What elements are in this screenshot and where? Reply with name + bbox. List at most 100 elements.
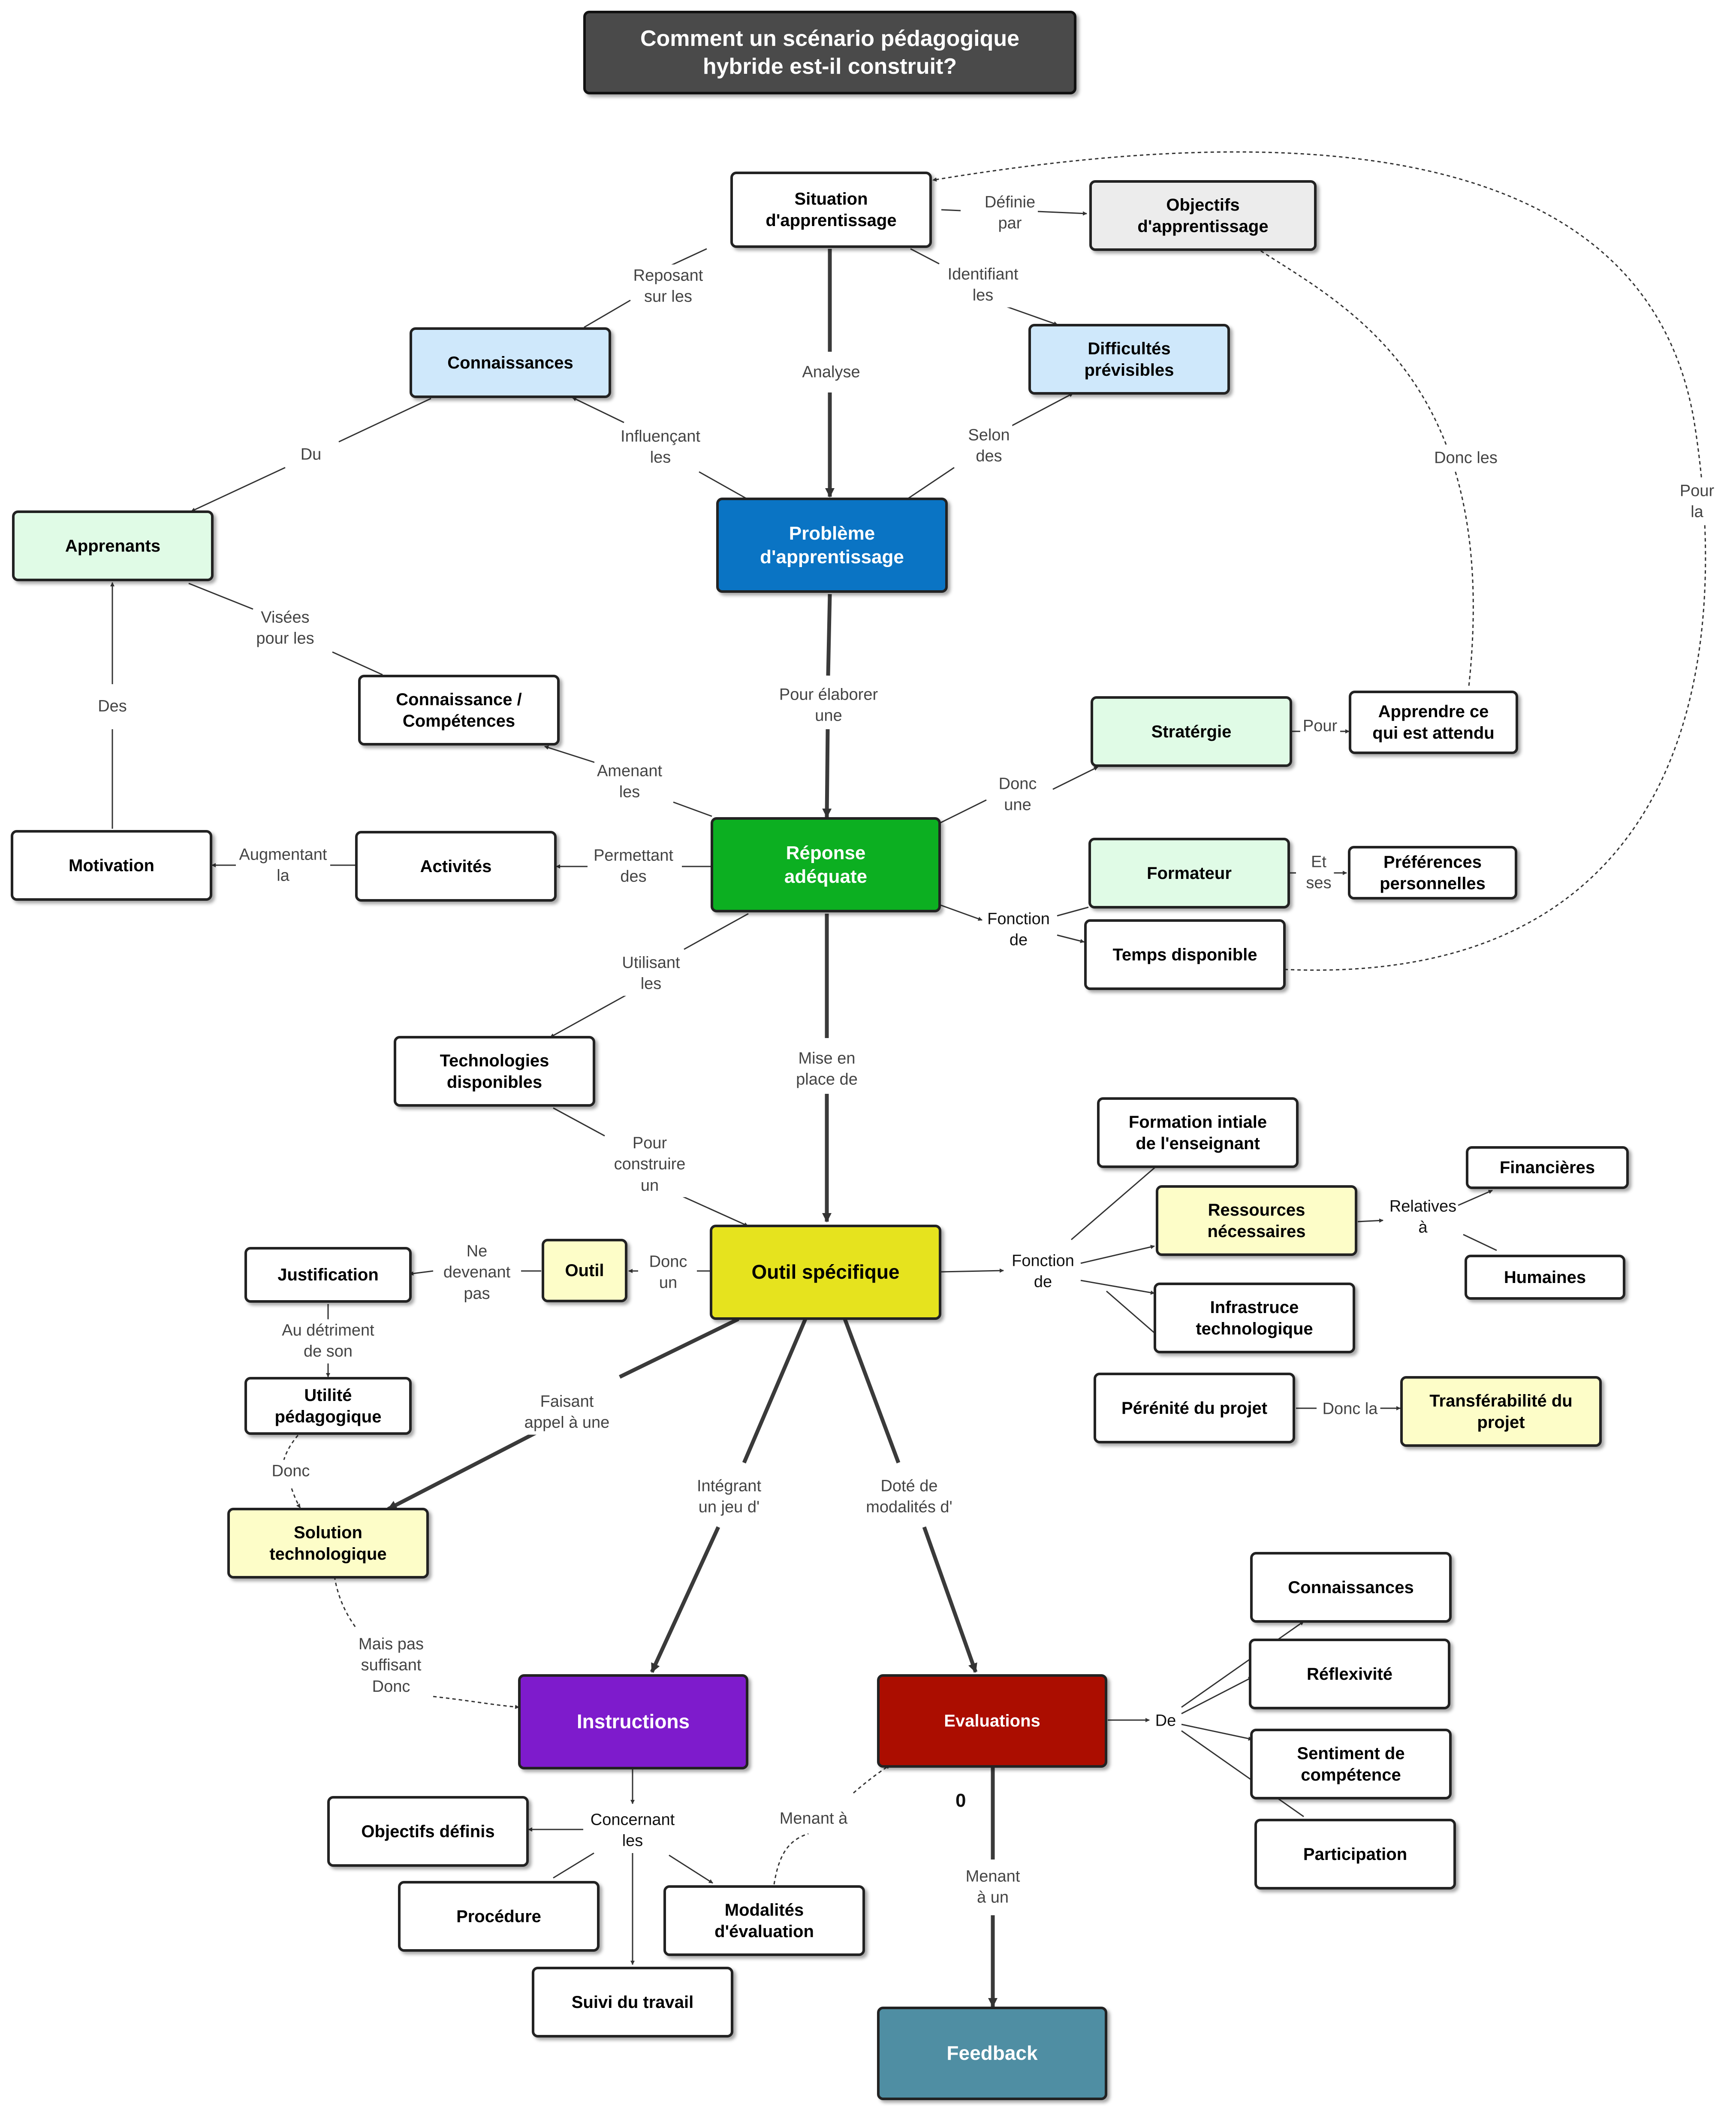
node-procedure[interactable]: Procédure (398, 1881, 600, 1952)
link-label-augmentant-la: Augmentant la (236, 843, 330, 888)
link-label-fonction-de: Fonction de (987, 910, 1050, 949)
node-motivation[interactable]: Motivation (11, 830, 212, 901)
node-apprendre-ce-qui-est-attendu[interactable]: Apprendre ce qui est attendu (1349, 691, 1518, 754)
map-title: Comment un scénario pédagogique hybride … (583, 11, 1076, 94)
node-label: Outil spécifique (751, 1261, 900, 1283)
node-label: Modalités d'évaluation (714, 1900, 814, 1941)
node-label: Temps disponible (1112, 945, 1257, 964)
node-justification[interactable]: Justification (244, 1247, 412, 1303)
node-financieres[interactable]: Financières (1466, 1146, 1629, 1189)
node-label: Réflexivité (1306, 1664, 1393, 1684)
node-label: Connaissance / Compétences (396, 690, 522, 731)
node-situation-apprentissage[interactable]: Situation d'apprentissage (730, 172, 932, 248)
node-sentiment-de-competence[interactable]: Sentiment de compétence (1250, 1729, 1452, 1799)
node-label: Transférabilité du projet (1429, 1391, 1573, 1432)
node-transferabilite-du-projet[interactable]: Transférabilité du projet (1400, 1376, 1602, 1447)
node-label: Objectifs définis (361, 1822, 495, 1841)
node-formation-initiale[interactable]: Formation intiale de l'enseignant (1097, 1097, 1299, 1168)
node-label: Pérénité du projet (1121, 1398, 1268, 1418)
node-outil-specifique[interactable]: Outil spécifique (710, 1225, 941, 1320)
node-label: Feedback (946, 2042, 1038, 2065)
node-temps-disponible[interactable]: Temps disponible (1084, 919, 1286, 990)
link-label-du: Du (298, 443, 324, 466)
node-utilite-pedagogique[interactable]: Utilité pédagogique (244, 1377, 412, 1435)
node-apprenants[interactable]: Apprenants (12, 510, 214, 581)
link-label-fonction-de-2: Fonction de (1012, 1252, 1074, 1291)
node-preferences-personnelles[interactable]: Préférences personnelles (1348, 846, 1517, 900)
link-label-utilisant-les: Utilisant les (619, 951, 683, 996)
node-participation[interactable]: Participation (1254, 1819, 1456, 1890)
link-label-donc-les: Donc les (1432, 447, 1500, 470)
link-label-influencant-les: Influençant les (618, 425, 703, 470)
node-label: Problème d'apprentissage (760, 523, 904, 567)
node-infrastructure-technologique[interactable]: Infrastruce technologique (1154, 1283, 1355, 1353)
node-connaissance-competences[interactable]: Connaissance / Compétences (358, 675, 560, 746)
link-label-ne-devenant-pas: Ne devenant pas (440, 1240, 513, 1306)
map-title-text: Comment un scénario pédagogique hybride … (640, 26, 1020, 79)
node-label: Connaissances (1288, 1578, 1414, 1597)
node-outil[interactable]: Outil (542, 1239, 627, 1302)
node-label: Connaissances (447, 353, 573, 372)
node-suivi-du-travail[interactable]: Suivi du travail (532, 1967, 733, 2038)
node-reponse-adequate[interactable]: Réponse adéquate (711, 817, 941, 912)
node-instructions[interactable]: Instructions (518, 1674, 748, 1769)
link-label-pour: Pour (1300, 715, 1340, 738)
link-label-pour-construire-un: Pour construire un (611, 1132, 688, 1198)
link-label-visees-pour-les: Visées pour les (253, 606, 317, 651)
link-label-menant-a: Menant à (777, 1807, 850, 1830)
node-strategie[interactable]: Stratérgie (1091, 696, 1292, 767)
link-label-definie-par: Définie par (982, 191, 1038, 235)
node-label: Evaluations (944, 1712, 1040, 1730)
node-technologies-disponibles[interactable]: Technologies disponibles (394, 1036, 595, 1107)
node-label: Stratérgie (1151, 722, 1232, 741)
node-label: Préférences personnelles (1380, 852, 1486, 893)
link-label-concernant-les: Concernant les (590, 1811, 675, 1850)
node-modalites-evaluation[interactable]: Modalités d'évaluation (663, 1885, 865, 1956)
node-label: Instructions (576, 1710, 690, 1733)
link-label-mise-en-place-de: Mise en place de (793, 1047, 860, 1092)
link-label-donc-un: Donc un (646, 1250, 690, 1295)
node-label: Humaines (1504, 1268, 1586, 1287)
node-label: Solution technologique (269, 1523, 387, 1564)
node-connaissances[interactable]: Connaissances (410, 327, 611, 398)
node-connaissances-eval[interactable]: Connaissances (1250, 1552, 1452, 1623)
node-label: Motivation (69, 856, 154, 875)
node-perennite-du-projet[interactable]: Pérénité du projet (1094, 1373, 1295, 1443)
node-label: Outil (565, 1261, 604, 1280)
node-difficultes-previsibles[interactable]: Difficultés prévisibles (1028, 324, 1230, 395)
node-label: Justification (277, 1265, 379, 1284)
node-label: Technologies disponibles (440, 1051, 549, 1092)
link-label-amenant-les: Amenant les (594, 760, 665, 804)
node-objectifs-definis[interactable]: Objectifs définis (327, 1796, 529, 1867)
node-label: Difficultés prévisibles (1084, 339, 1174, 380)
node-reflexivite[interactable]: Réflexivité (1249, 1639, 1450, 1709)
node-label: Procédure (456, 1907, 541, 1926)
node-evaluations[interactable]: Evaluations (877, 1674, 1107, 1768)
link-label-des: Des (95, 695, 130, 718)
node-solution-technologique[interactable]: Solution technologique (227, 1508, 429, 1579)
node-label: Financières (1499, 1158, 1595, 1177)
node-feedback[interactable]: Feedback (877, 2007, 1107, 2100)
node-label: Ressources nécessaires (1207, 1200, 1306, 1241)
link-label-analyse: Analyse (799, 361, 863, 384)
node-label: Activités (420, 857, 492, 876)
node-objectifs-apprentissage[interactable]: Objectifs d'apprentissage (1089, 180, 1317, 251)
node-label: Formation intiale de l'enseignant (1128, 1112, 1267, 1153)
node-activites[interactable]: Activités (355, 831, 557, 902)
link-label-reposant-sur-les: Reposant sur les (630, 264, 706, 309)
node-label: Apprendre ce qui est attendu (1372, 702, 1495, 743)
link-label-pour-elaborer-une: Pour élaborer une (776, 683, 881, 728)
node-probleme-apprentissage[interactable]: Problème d'apprentissage (716, 498, 948, 593)
node-label: Suivi du travail (571, 1992, 694, 2012)
node-ressources-necessaires[interactable]: Ressources nécessaires (1156, 1185, 1357, 1256)
node-label: Utilité pédagogique (274, 1386, 382, 1426)
node-label: Réponse adéquate (784, 842, 868, 887)
link-label-dote-de: Doté de modalités d' (863, 1475, 955, 1519)
node-formateur[interactable]: Formateur (1088, 838, 1290, 909)
node-label: Participation (1303, 1844, 1407, 1864)
node-label: Situation d'apprentissage (766, 190, 897, 230)
node-label: Formateur (1147, 863, 1232, 883)
node-humaines[interactable]: Humaines (1465, 1255, 1625, 1300)
